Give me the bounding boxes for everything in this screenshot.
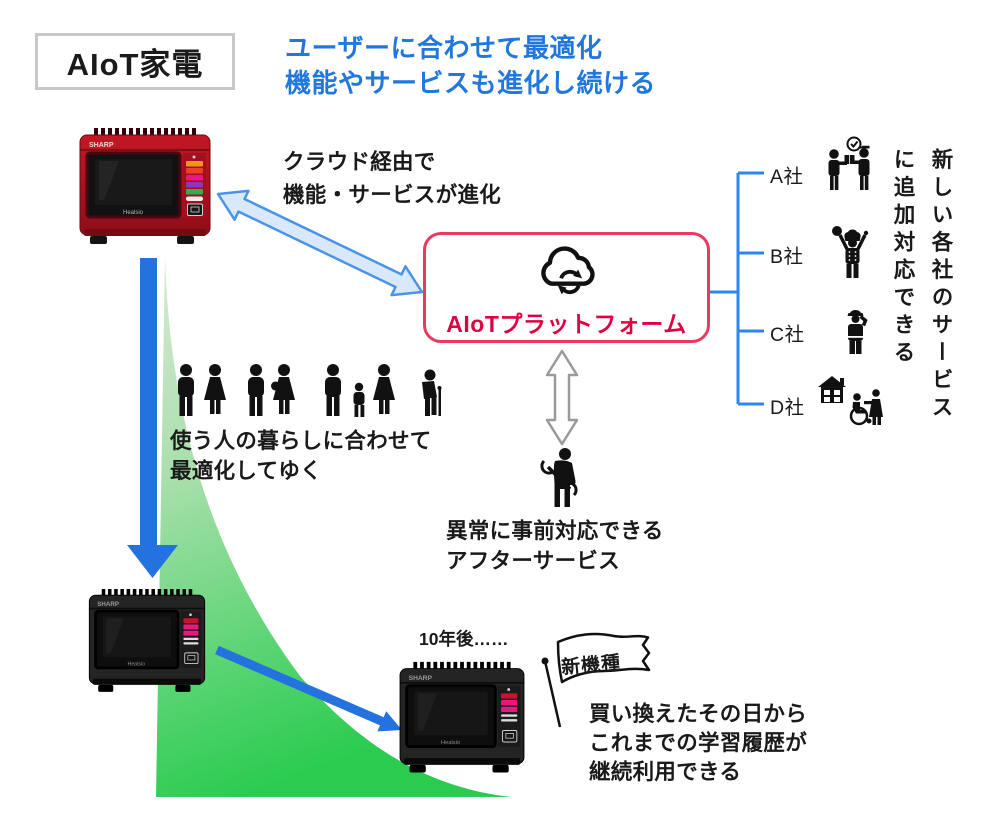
family-silhouettes-icon — [178, 364, 442, 417]
platform-label: AIoTプラットフォーム — [446, 311, 687, 337]
after-service-line2: アフターサービス — [446, 549, 620, 573]
title-box: AIoT家電 — [35, 33, 235, 90]
buy-note-line2: これまでの学習履歴が — [589, 731, 808, 755]
title-label: AIoT家電 — [66, 47, 204, 82]
company-a-label: A社 — [770, 166, 804, 188]
company-bracket — [710, 171, 764, 406]
black-microwave-new-image: SHARP Healsio — [399, 661, 525, 773]
chef-icon — [832, 226, 869, 278]
new-model-flag-icon — [541, 632, 651, 728]
black-microwave-old-image: SHARP Healsio — [88, 588, 206, 692]
cloud-sync-icon — [540, 246, 595, 295]
brand-logo: SHARP — [97, 601, 119, 608]
brand-logo: SHARP — [89, 142, 114, 149]
company-b-label: B社 — [770, 246, 804, 268]
company-c-label: C社 — [770, 324, 805, 346]
headline-line1: ユーザーに合わせて最適化 — [285, 33, 603, 63]
buy-note: 買い換えたその日から これまでの学習履歴が 継続利用できる — [589, 700, 807, 787]
security-guard-icon — [847, 309, 868, 354]
brand-logo: SHARP — [409, 675, 433, 682]
vertical-note-col1: 新しい各社のサービス — [929, 148, 953, 423]
model-label: Healsio — [441, 740, 460, 746]
company-d-label: D社 — [770, 397, 805, 419]
after-service-note: 異常に事前対応できる アフターサービス — [446, 516, 664, 576]
home-care-icon — [818, 376, 883, 426]
buy-note-line3: 継続利用できる — [589, 760, 742, 784]
cloud-note-line1: クラウド経由で — [283, 150, 436, 174]
vertical-note-col2: に追加対応できる — [891, 148, 915, 368]
model-label: Healsio — [123, 210, 144, 216]
double-arrow-cloud — [216, 189, 424, 297]
lifestyle-note: 使う人の暮らしに合わせて 最適化してゆく — [170, 426, 432, 486]
red-microwave-image: SHARP Healsio — [79, 128, 211, 244]
repair-worker-icon — [540, 448, 578, 507]
cloud-note-line2: 機能・サービスが進化 — [283, 183, 502, 207]
down-arrow — [127, 258, 178, 578]
years-later-label: 10年後…… — [419, 629, 509, 649]
lifestyle-line2: 最適化してゆく — [170, 459, 322, 483]
after-service-line1: 異常に事前対応できる — [446, 519, 664, 543]
model-label: Healsio — [127, 661, 145, 667]
buy-note-line1: 買い換えたその日から — [589, 702, 808, 726]
package-handover-icon — [828, 136, 870, 190]
platform-box: AIoTプラットフォーム — [423, 232, 710, 343]
right-vertical-note: 新しい各社のサービス に追加対応できる — [884, 148, 960, 448]
headline-line2: 機能やサービスも進化し続ける — [285, 68, 657, 98]
handover-arrow — [215, 645, 402, 732]
lifestyle-line1: 使う人の暮らしに合わせて — [170, 429, 432, 453]
double-arrow-service — [545, 349, 579, 446]
cloud-note: クラウド経由で 機能・サービスが進化 — [283, 146, 501, 212]
headline: ユーザーに合わせて最適化 機能やサービスも進化し続ける — [285, 31, 656, 101]
